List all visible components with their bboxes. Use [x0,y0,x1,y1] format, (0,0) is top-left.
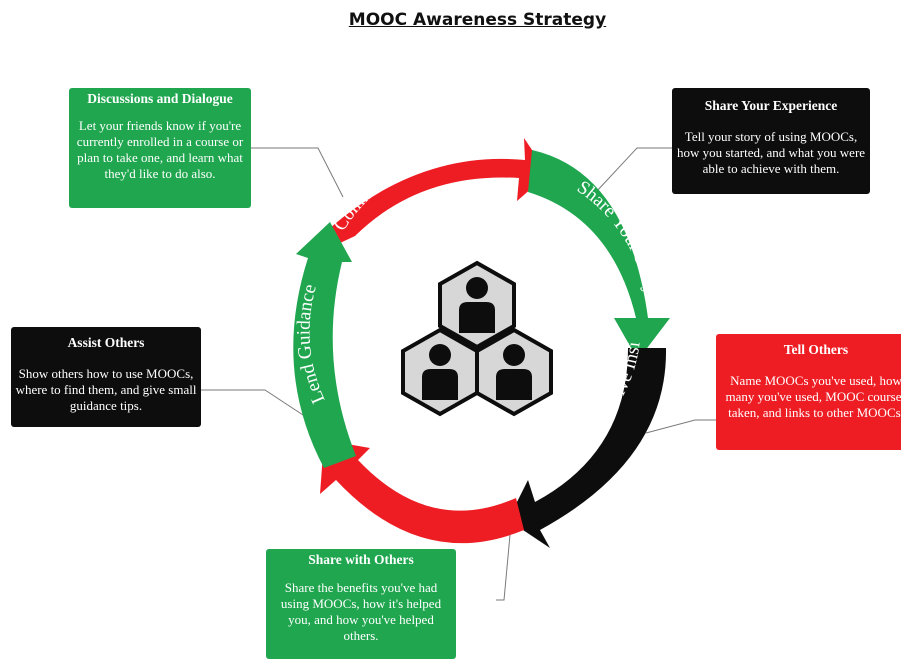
box-discussions-title: Discussions and Dialogue [87,91,233,106]
connector-line [595,147,672,193]
box-assist-others-title: Assist Others [67,335,145,350]
cycle-arrow-lend-guidance [293,222,356,468]
cycle-arrow-share-benefits [320,440,524,544]
page-title: MOOC Awareness Strategy [348,10,607,30]
box-tell-others-title: Tell Others [783,342,849,357]
box-experience-body: Tell your story of using MOOCs, how you … [676,129,866,176]
cycle-arrow-share-story [528,150,670,360]
box-assist-others: Assist Others Show others how to use MOO… [11,327,201,427]
three-people-hexagons-icon [401,260,553,417]
box-share-with-others-title: Share with Others [308,552,414,567]
cycle-arrow-communicate [308,138,548,258]
box-tell-others-body: Name MOOCs you've used, how many you've … [725,373,901,420]
connector-line [250,147,344,198]
box-experience: Share Your Experience Tell your story of… [672,88,870,194]
person-hexagon-top [438,260,516,350]
box-tell-others: Tell Others Name MOOCs you've used, how … [716,334,901,450]
person-hexagon-left [401,327,479,417]
box-assist-others-body: Show others how to use MOOCs, where to f… [15,366,197,413]
person-hexagon-right [475,327,553,417]
box-discussions-body: Let your friends know if you're currentl… [76,118,244,181]
box-experience-title: Share Your Experience [704,98,838,113]
box-share-with-others: Share with Others Share the benefits you… [266,549,456,659]
connector-line [645,419,716,434]
cycle-arrow-give-insight [508,348,667,548]
box-share-with-others-body: Share the benefits you've had using MOOC… [280,580,442,643]
connector-line [496,534,511,601]
connector-line [200,389,304,416]
cycle-label-share-story: Share Your Story [573,177,662,298]
box-discussions: Discussions and Dialogue Let your friend… [69,88,251,208]
